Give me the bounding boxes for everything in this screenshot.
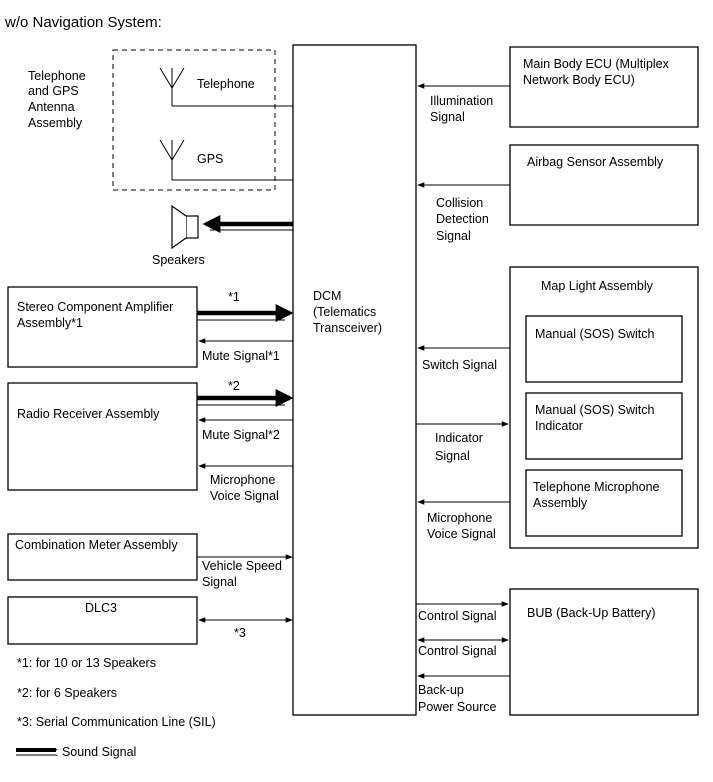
combination-meter-box [7, 533, 198, 581]
sos-switch-box [525, 315, 683, 383]
dlc3-label: DLC3 [85, 601, 117, 615]
gps-label: GPS [197, 152, 223, 166]
map-mic-label: Microphone Voice Signal [427, 511, 496, 541]
radio-receiver-label: Radio Receiver Assembly [17, 407, 160, 421]
control-signal-1-label: Control Signal [418, 609, 497, 623]
sil-note: *3 [234, 626, 246, 640]
backup-power-label: Back-up Power Source [418, 683, 497, 714]
radio-sound-note: *2 [228, 379, 240, 393]
collision-detection-label: Collision Detection Signal [436, 196, 492, 243]
telephone-mic-label: Telephone Microphone Assembly [533, 480, 663, 510]
radio-mic-label: Microphone Voice Signal [210, 473, 279, 503]
legend-note-1: *1: for 10 or 13 Speakers [17, 656, 156, 670]
airbag-sensor-label: Airbag Sensor Assembly [527, 155, 664, 169]
switch-signal-label: Switch Signal [422, 358, 497, 372]
legend-note-2: *2: for 6 Speakers [17, 686, 117, 700]
sos-switch-label: Manual (SOS) Switch [535, 327, 655, 341]
stereo-sound-note: *1 [228, 290, 240, 304]
sos-indicator-box [525, 392, 683, 460]
bub-label: BUB (Back-Up Battery) [527, 606, 656, 620]
telephone-mic-box [525, 469, 683, 537]
radio-receiver-box [7, 382, 198, 491]
bub-box [509, 588, 699, 716]
vehicle-speed-label: Vehicle Speed Signal [202, 559, 285, 589]
airbag-sensor-box [509, 144, 699, 226]
control-signal-2-label: Control Signal [418, 644, 497, 658]
legend-sound-label: : Sound Signal [55, 745, 136, 759]
sos-indicator-label: Manual (SOS) Switch Indicator [535, 403, 658, 433]
combination-meter-label: Combination Meter Assembly [15, 538, 178, 552]
telephone-antenna-icon [159, 67, 293, 107]
dlc3-box [7, 596, 198, 645]
diagram-title: w/o Navigation System: [4, 14, 162, 31]
gps-antenna-icon [159, 139, 293, 181]
radio-mute-label: Mute Signal*2 [202, 428, 280, 442]
stereo-amplifier-box [7, 286, 198, 368]
map-light-label: Map Light Assembly [541, 279, 654, 293]
legend-note-3: *3: Serial Communication Line (SIL) [17, 715, 216, 729]
indicator-signal-label: Indicator Signal [435, 431, 486, 463]
antenna-group-label: Telephone and GPS Antenna Assembly [28, 69, 89, 130]
telephone-label: Telephone [197, 77, 255, 91]
stereo-mute-label: Mute Signal*1 [202, 349, 280, 363]
illumination-label: Illumination Signal [430, 94, 497, 124]
speaker-icon [171, 204, 199, 250]
stereo-amplifier-label: Stereo Component Amplifier Assembly*1 [17, 300, 177, 330]
dcm-box [292, 44, 417, 716]
dcm-label: DCM (Telematics Transceiver) [313, 289, 382, 335]
antenna-group-box [112, 49, 276, 191]
main-body-ecu-box [509, 46, 699, 128]
speakers-label: Speakers [152, 253, 205, 267]
main-body-ecu-label: Main Body ECU (Multiplex Network Body EC… [523, 57, 672, 87]
